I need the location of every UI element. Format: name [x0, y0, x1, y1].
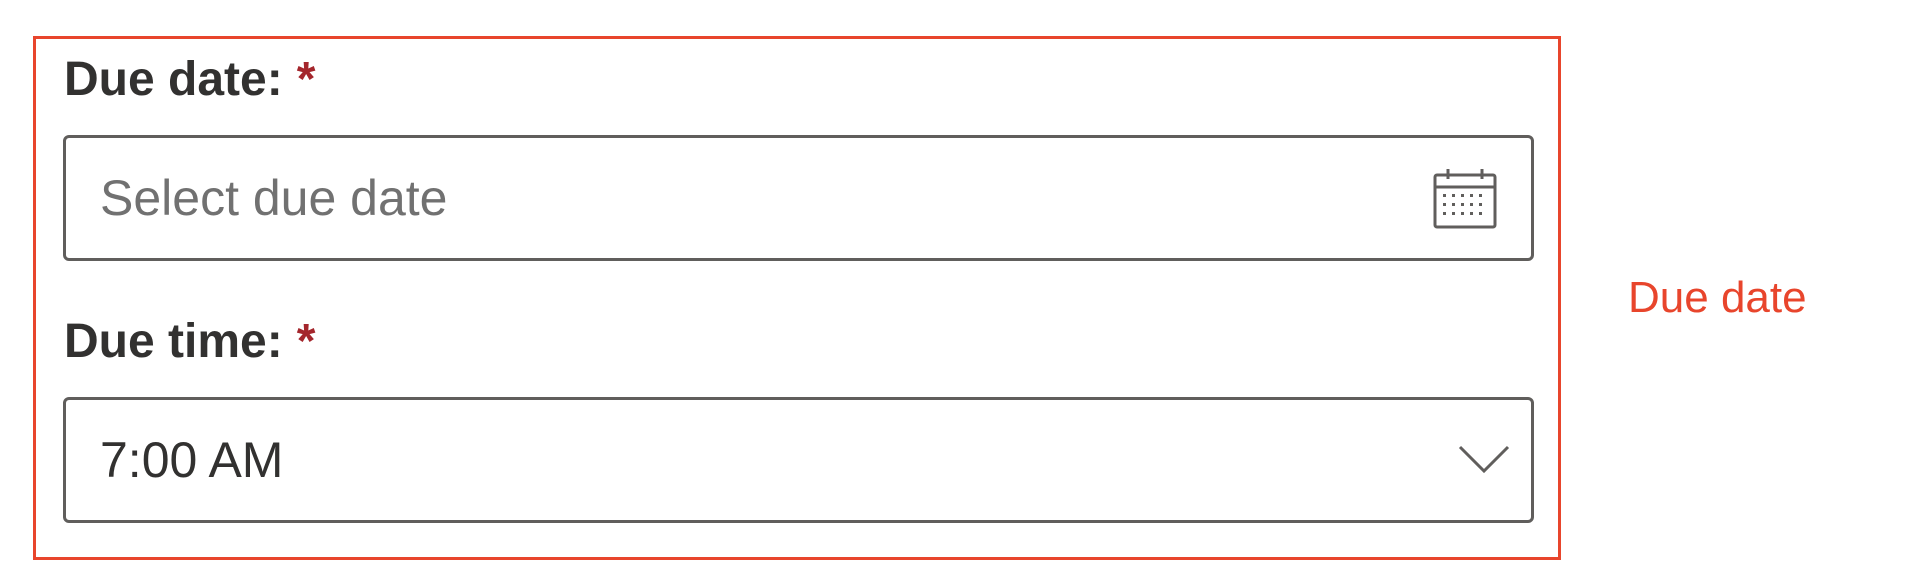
- annotation-highlight-box: [33, 36, 1561, 560]
- due-date-label-text: Due date:: [64, 53, 283, 106]
- due-time-label-text: Due time:: [64, 315, 283, 368]
- annotation-label: Due date: [1628, 273, 1807, 322]
- due-time-required-marker: *: [296, 315, 316, 368]
- due-date-picker[interactable]: Select due date: [63, 135, 1534, 261]
- due-date-required-marker: *: [296, 53, 316, 106]
- due-time-value: 7:00 AM: [100, 432, 284, 488]
- due-date-label: Due date:*: [64, 52, 315, 108]
- due-date-placeholder: Select due date: [100, 170, 448, 226]
- due-time-label: Due time:*: [64, 314, 315, 370]
- calendar-icon[interactable]: [1432, 168, 1498, 230]
- chevron-down-icon[interactable]: [1458, 444, 1510, 474]
- due-time-dropdown[interactable]: 7:00 AM: [63, 397, 1534, 523]
